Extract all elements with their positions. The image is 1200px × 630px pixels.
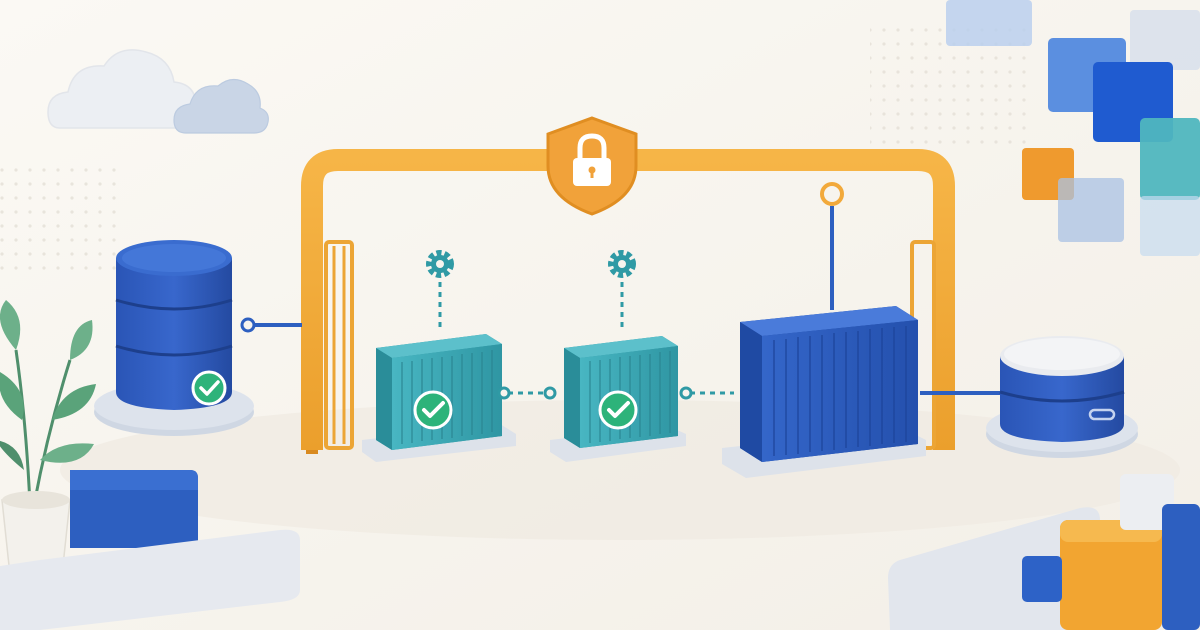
container-large xyxy=(722,182,926,478)
container-2 xyxy=(550,250,686,462)
container-1 xyxy=(362,250,516,462)
connector-dashed xyxy=(679,386,734,400)
connector-dashed xyxy=(497,386,557,400)
connector-source xyxy=(240,317,302,333)
shield-lock-icon xyxy=(546,116,638,216)
source-database xyxy=(94,240,254,436)
tile-cluster xyxy=(946,0,1200,256)
storage-icon xyxy=(999,336,1125,442)
container-icon xyxy=(740,306,918,462)
check-icon xyxy=(598,390,638,430)
target-storage xyxy=(986,336,1138,458)
gear-icon xyxy=(608,250,636,278)
block-stack xyxy=(888,474,1200,630)
gear-icon xyxy=(426,250,454,278)
dot-grid-left xyxy=(0,165,120,275)
platform-slab xyxy=(0,470,300,630)
check-icon xyxy=(191,370,227,406)
cloud-icon xyxy=(173,78,269,134)
check-icon xyxy=(413,390,453,430)
